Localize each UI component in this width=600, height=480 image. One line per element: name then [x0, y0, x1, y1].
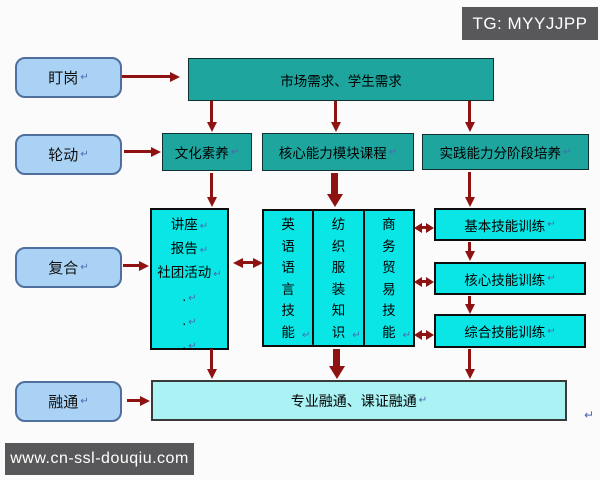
- activity-line: .↵: [152, 310, 227, 334]
- stage-box-lundong: 轮动 ↵: [15, 134, 122, 175]
- arrow-dinggang-to-market: [122, 75, 170, 78]
- arrow-skills-comprehensive-bidirectional: [422, 333, 426, 336]
- stage-box-label: 融通: [48, 394, 79, 411]
- arrow-activities-skills-bidirectional: [243, 261, 253, 264]
- activity-line: 讲座↵: [152, 214, 227, 238]
- paragraph-return-mark: ↵: [230, 146, 240, 158]
- arrow-basic-to-core-training: [468, 242, 471, 251]
- arrow-core-ability-to-skills: [331, 173, 338, 194]
- paragraph-return-mark: ↵: [301, 330, 311, 341]
- core-training-label: 核心技能训练: [464, 272, 546, 288]
- stage-box-dinggang: 盯岗 ↵: [15, 57, 122, 98]
- skill-column-textile: 纺织服装知识 ↵: [312, 211, 365, 345]
- skill-column-label: 纺织服装知识: [331, 217, 346, 340]
- practice-ability-box: 实践能力分阶段培养 ↵: [422, 134, 589, 170]
- arrow-rongtong-to-integration: [127, 399, 140, 402]
- activity-label: 讲座: [170, 217, 198, 232]
- paragraph-return-mark: ↵: [80, 149, 89, 160]
- stage-box-label: 盯岗: [48, 70, 79, 87]
- skill-column-label: 英语语言技能: [281, 217, 295, 340]
- arrow-activities-to-integration: [210, 349, 213, 369]
- paragraph-return-mark: ↵: [584, 408, 595, 422]
- stage-box-label: 轮动: [48, 147, 79, 164]
- watermark-url: www.cn-ssl-douqiu.com: [5, 443, 194, 475]
- arrow-practice-to-basic-training: [468, 172, 471, 197]
- arrow-skills-core-bidirectional: [422, 280, 426, 283]
- paragraph-return-mark: ↵: [352, 330, 361, 341]
- integration-label: 专业融通、课证融通: [290, 392, 417, 409]
- tg-badge: TG: MYYJJPP: [462, 7, 598, 40]
- paragraph-return-mark: ↵: [402, 330, 411, 341]
- practice-ability-label: 实践能力分阶段培养: [439, 146, 562, 161]
- paragraph-return-mark: ↵: [547, 325, 556, 337]
- paragraph-return-mark: ↵: [199, 221, 209, 232]
- stage-box-rongtong: 融通 ↵: [15, 381, 122, 422]
- basic-training-label: 基本技能训练: [464, 218, 546, 234]
- comprehensive-training-label: 综合技能训练: [464, 325, 546, 340]
- skill-column-business: 商务贸易技能 ↵: [365, 211, 413, 345]
- activity-label: 报告: [170, 241, 198, 256]
- paragraph-return-mark: ↵: [547, 273, 556, 284]
- paragraph-return-mark: ↵: [188, 293, 197, 304]
- stage-box-label: 复合: [48, 260, 79, 277]
- activity-label: .: [182, 313, 187, 328]
- activity-line: .↵: [152, 334, 227, 358]
- basic-training-box: 基本技能训练 ↵: [434, 208, 586, 241]
- paragraph-return-mark: ↵: [388, 146, 398, 158]
- paragraph-return-mark: ↵: [80, 262, 89, 273]
- activities-box: 讲座↵ 报告↵ 社团活动↵ .↵ .↵ .↵: [150, 208, 229, 352]
- paragraph-return-mark: ↵: [213, 269, 222, 280]
- core-ability-label: 核心能力模块课程: [278, 146, 387, 161]
- market-demand-label: 市场需求、学生需求: [280, 73, 402, 89]
- arrow-core-to-comprehensive-training: [468, 296, 471, 304]
- activity-label: 社团活动: [157, 265, 212, 280]
- arrow-culture-to-activities: [210, 173, 213, 197]
- paragraph-return-mark: ↵: [188, 317, 197, 328]
- activity-label: .: [182, 289, 187, 304]
- stage-box-fuhe: 复合 ↵: [15, 247, 122, 288]
- paragraph-return-mark: ↵: [199, 245, 209, 256]
- arrow-training-to-integration: [468, 349, 471, 369]
- activity-label: .: [182, 337, 187, 352]
- paragraph-return-mark: ↵: [547, 219, 556, 230]
- activity-line: 报告↵: [152, 238, 227, 262]
- skill-modules-box: 英语语言技能 ↵ 纺织服装知识 ↵ 商务贸易技能 ↵: [262, 209, 415, 347]
- arrow-skills-to-integration: [333, 349, 340, 366]
- market-demand-box: 市场需求、学生需求: [188, 58, 494, 101]
- arrow-market-to-practice: [468, 101, 471, 122]
- culture-quality-box: 文化素养 ↵: [162, 133, 252, 171]
- arrow-market-to-core-ability: [334, 101, 337, 122]
- activity-line: 社团活动↵: [152, 262, 227, 286]
- paragraph-return-mark: ↵: [80, 72, 89, 83]
- arrow-lundong-to-culture: [124, 150, 151, 153]
- paragraph-return-mark: ↵: [80, 396, 89, 407]
- integration-box: 专业融通、课证融通 ↵: [151, 380, 567, 421]
- arrow-fuhe-to-activities: [123, 264, 139, 267]
- arrow-market-to-culture: [210, 101, 213, 122]
- paragraph-return-mark: ↵: [188, 341, 197, 352]
- skill-column-english: 英语语言技能 ↵: [264, 211, 312, 345]
- core-ability-box: 核心能力模块课程 ↵: [262, 133, 414, 171]
- activity-line: .↵: [152, 286, 227, 310]
- paragraph-return-mark: ↵: [418, 395, 428, 406]
- comprehensive-training-box: 综合技能训练 ↵: [434, 314, 586, 348]
- arrow-skills-basic-bidirectional: [422, 226, 426, 229]
- paragraph-return-mark: ↵: [563, 146, 572, 158]
- skill-column-label: 商务贸易技能: [382, 217, 396, 340]
- culture-quality-label: 文化素养: [174, 146, 229, 161]
- core-training-box: 核心技能训练 ↵: [434, 262, 586, 295]
